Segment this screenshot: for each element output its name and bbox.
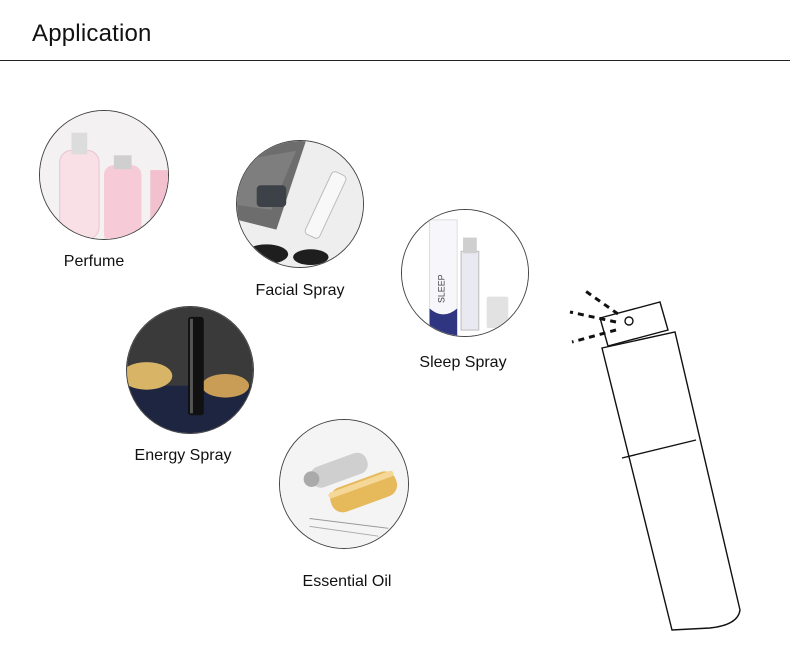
spray-bottle-illustration	[569, 288, 741, 631]
perfume-bottle-icon	[40, 111, 168, 239]
sleep-spray-icon: SLEEP	[402, 210, 528, 336]
spray-nozzle-icon	[624, 316, 634, 326]
perfume-image	[39, 110, 169, 240]
sleep-spray-label: Sleep Spray	[419, 354, 507, 371]
facial-spray-label: Facial Spray	[255, 282, 345, 299]
energy-spray-icon	[127, 307, 253, 433]
header-divider	[0, 60, 790, 61]
facial-spray-icon	[237, 141, 363, 267]
sleep-brand-text: SLEEP	[436, 274, 446, 303]
sleep-spray-image: SLEEP	[401, 209, 529, 337]
spray-mist-icon	[569, 288, 619, 344]
essential-oil-image	[279, 419, 409, 549]
bottle-cap-outline	[599, 301, 669, 347]
perfume-label: Perfume	[63, 253, 125, 270]
bottle-body-outline	[601, 331, 741, 631]
energy-spray-image	[126, 306, 254, 434]
facial-spray-image	[236, 140, 364, 268]
essential-oil-icon	[280, 420, 408, 548]
page-title: Application	[32, 20, 152, 47]
energy-spray-label: Energy Spray	[134, 447, 232, 464]
bottle-seam	[621, 439, 697, 459]
essential-oil-label: Essential Oil	[302, 573, 392, 590]
